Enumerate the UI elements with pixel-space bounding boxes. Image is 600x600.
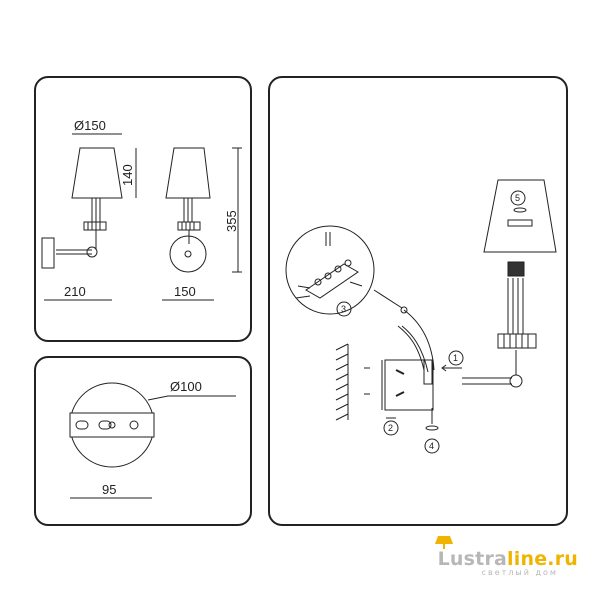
step-5-number: 5 bbox=[515, 193, 520, 203]
shade-height-label: 140 bbox=[120, 164, 135, 186]
supply-cable bbox=[403, 309, 435, 371]
lamp-shade bbox=[483, 179, 557, 253]
step-5-circle bbox=[510, 190, 526, 206]
brand-main-text: Lustra bbox=[437, 548, 508, 570]
mounting-slot-center bbox=[98, 420, 112, 430]
step-2-number: 2 bbox=[388, 423, 393, 433]
width-label: 150 bbox=[174, 284, 196, 299]
step-4-circle bbox=[424, 438, 440, 454]
shade-diameter-label: Ø150 bbox=[74, 118, 106, 133]
plate-diameter-label: Ø100 bbox=[170, 379, 202, 394]
wall-hatching bbox=[335, 343, 349, 421]
brand-tagline: светлый дом bbox=[481, 568, 558, 577]
shade-holder bbox=[507, 219, 533, 227]
step-3-number: 3 bbox=[341, 304, 346, 314]
front-view-shade bbox=[165, 147, 211, 199]
front-view-wall-plate bbox=[169, 235, 207, 273]
hole-spacing-label: 95 bbox=[102, 482, 116, 497]
lamp-ring bbox=[497, 333, 537, 349]
step-4-number: 4 bbox=[429, 441, 434, 451]
dimensions-panel bbox=[34, 76, 252, 342]
front-view-ring bbox=[177, 221, 201, 231]
step-3-circle bbox=[336, 301, 352, 317]
mounting-slot-left bbox=[75, 420, 89, 430]
clamp-connector bbox=[423, 359, 433, 385]
side-view-wall-plate bbox=[41, 237, 55, 269]
watermark: Lustraline.ru светлый дом bbox=[434, 536, 578, 577]
brand-accent-text: line.ru bbox=[507, 548, 578, 570]
side-view-ring bbox=[83, 221, 107, 231]
lamp-logo-icon bbox=[434, 536, 453, 549]
terminal-detail-callout bbox=[285, 225, 375, 315]
bulb-socket bbox=[507, 261, 525, 277]
wire-1 bbox=[397, 325, 425, 371]
plate-diameter-leader bbox=[147, 395, 169, 401]
mounting-bar bbox=[69, 412, 155, 438]
side-view-shade bbox=[71, 147, 123, 199]
screw-top bbox=[395, 369, 405, 375]
mounting-hole-right bbox=[129, 420, 139, 430]
terminal-block bbox=[305, 263, 359, 299]
total-height-label: 355 bbox=[224, 210, 239, 232]
install-mounting-plate bbox=[384, 359, 434, 411]
fixing-nut bbox=[425, 425, 439, 431]
wire-2 bbox=[401, 325, 429, 373]
shade-washer bbox=[513, 207, 527, 213]
lamp-joint bbox=[509, 374, 523, 388]
step-1-circle bbox=[448, 350, 464, 366]
projection-label: 210 bbox=[64, 284, 86, 299]
screw-bottom bbox=[395, 391, 405, 397]
step-2-circle bbox=[383, 420, 399, 436]
side-view-joint bbox=[86, 246, 98, 258]
brand-name: Lustraline.ru bbox=[438, 548, 578, 570]
step-1-number: 1 bbox=[453, 353, 458, 363]
callout-leader bbox=[373, 289, 403, 309]
